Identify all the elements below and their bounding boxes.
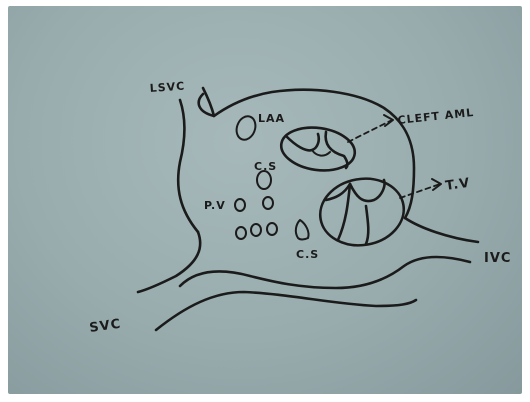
- pv-oval-1: [235, 199, 245, 211]
- pv-oval-3: [236, 227, 246, 239]
- svc-vessel: [156, 292, 416, 330]
- chamber-outline: [199, 90, 414, 218]
- label-cs-lower: C.S: [296, 248, 319, 261]
- label-tv: T.V: [444, 176, 471, 194]
- label-pv: P.V: [204, 199, 226, 212]
- tricuspid-valve-ring: [315, 172, 409, 252]
- label-ivc: IVC: [484, 251, 511, 266]
- cs-lower-shape: [296, 220, 309, 240]
- label-cleft-aml: CLEFT AML: [397, 106, 475, 127]
- ivc-vessel-lower: [180, 257, 470, 288]
- label-laa: LAA: [258, 112, 285, 125]
- cleft-aml-arrowhead: [384, 115, 393, 126]
- label-cs-upper: C.S: [254, 160, 277, 173]
- mitral-cleft: [312, 150, 330, 156]
- label-lsvc: LSVC: [149, 80, 185, 95]
- label-svc: SVC: [88, 317, 122, 336]
- left-wall: [138, 232, 200, 292]
- tricuspid-leaflet-4: [366, 206, 368, 244]
- pv-oval-4: [251, 224, 261, 236]
- tricuspid-leaflet-2: [350, 180, 385, 201]
- pv-oval-2: [263, 197, 273, 209]
- pv-oval-5: [267, 223, 277, 235]
- ivc-vessel-upper: [405, 218, 478, 242]
- mitral-leaflet-left: [286, 134, 319, 150]
- cleft-aml-arrow: [348, 120, 392, 142]
- laa-oval: [233, 114, 258, 143]
- tv-arrow: [400, 184, 440, 198]
- lsvc-vessel-left: [178, 100, 198, 232]
- cs-upper-oval: [257, 171, 271, 189]
